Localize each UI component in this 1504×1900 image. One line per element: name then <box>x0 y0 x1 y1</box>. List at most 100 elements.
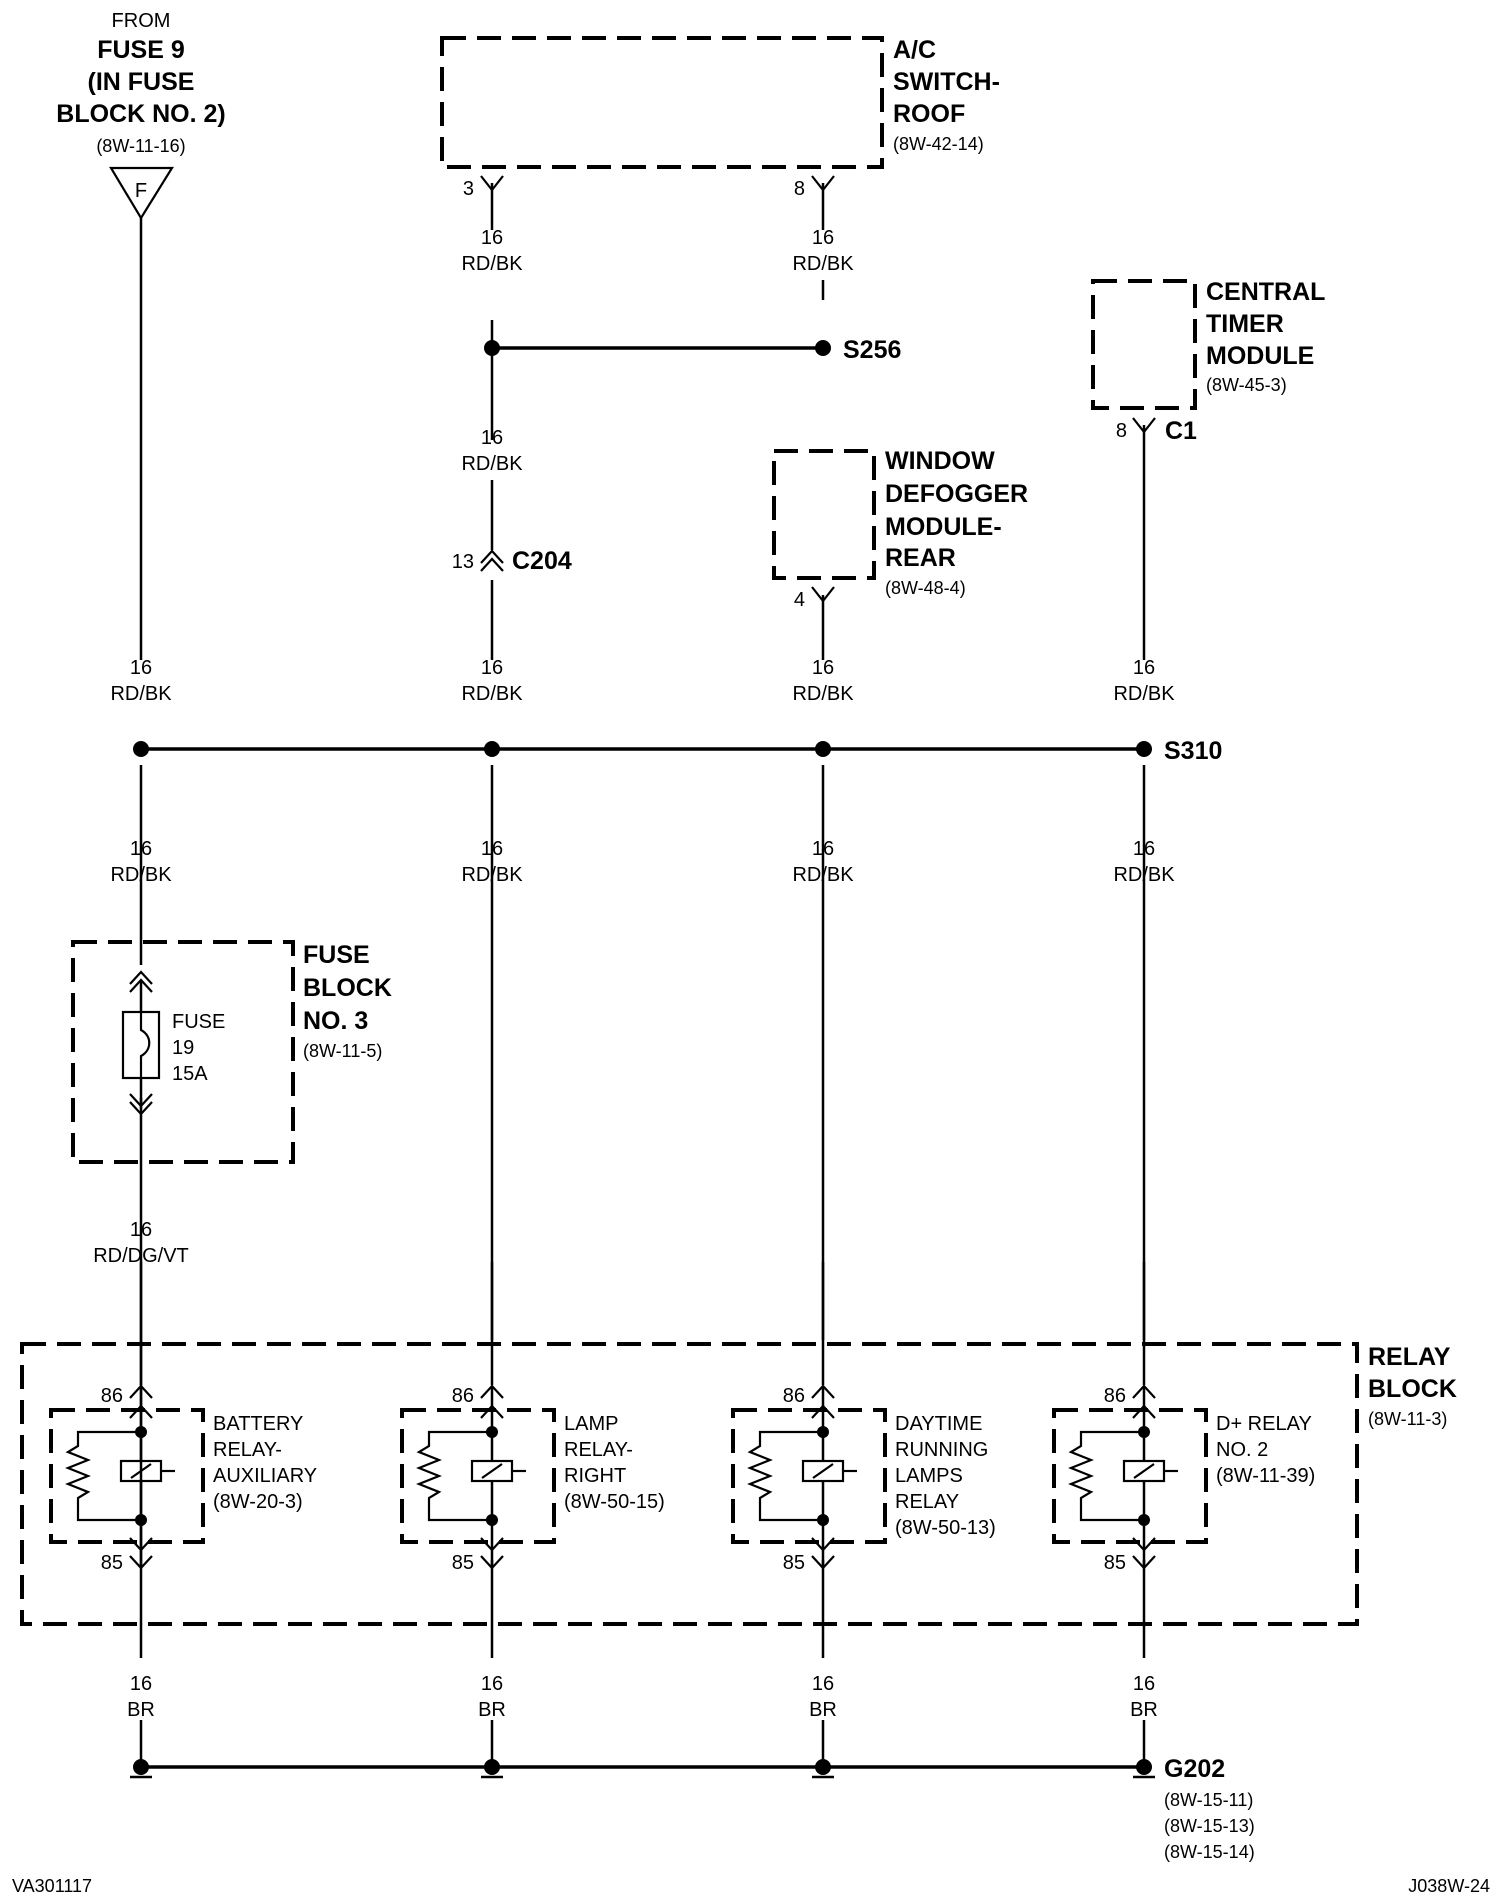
fuse-block-3-line3: NO. 3 <box>303 1007 368 1035</box>
g202-ref-1: (8W-15-11) <box>1164 1790 1253 1810</box>
central-timer-ref: (8W-45-3) <box>1206 375 1287 395</box>
fuse-block-3-ref: (8W-11-5) <box>303 1041 382 1061</box>
svg-text:RD/BK: RD/BK <box>461 253 523 275</box>
ground-g202: G202 (8W-15-11) (8W-15-13) (8W-15-14) <box>130 1720 1255 1862</box>
svg-text:16: 16 <box>481 838 503 860</box>
relay-block: RELAY BLOCK (8W-11-3) <box>20 1342 1457 1626</box>
relay-resistor-icon <box>747 1430 823 1522</box>
svg-text:RD/BK: RD/BK <box>792 683 854 705</box>
central-timer-line2: TIMER <box>1206 310 1284 338</box>
fuse-source-connector-letter: F <box>135 180 147 202</box>
central-timer-box <box>1091 279 1197 410</box>
c204-label: C204 <box>512 547 572 575</box>
relay-label-line: RELAY <box>895 1491 959 1513</box>
central-timer-connector: C1 <box>1165 417 1197 445</box>
central-timer-module: CENTRAL TIMER MODULE (8W-45-3) 8 C1 <box>1091 278 1325 445</box>
g202-ref-3: (8W-15-14) <box>1164 1842 1255 1862</box>
footer-right-id: J038W-24 <box>1408 1876 1490 1896</box>
central-timer-pin: 8 <box>1116 420 1127 442</box>
relay-label-line: BATTERY <box>213 1413 303 1435</box>
svg-text:BR: BR <box>478 1699 506 1721</box>
relay-block-line1: RELAY <box>1368 1343 1451 1371</box>
svg-text:RD/BK: RD/BK <box>1113 864 1175 886</box>
svg-text:16: 16 <box>130 1219 152 1241</box>
relay-pin-86: 86 <box>101 1385 123 1407</box>
svg-text:16: 16 <box>130 657 152 679</box>
relay-label-line: LAMP <box>564 1413 618 1435</box>
fuse-rating: 15A <box>172 1063 208 1085</box>
window-defogger-pin: 4 <box>794 589 805 611</box>
svg-text:16: 16 <box>481 227 503 249</box>
fuse-block-2-label: BLOCK NO. 2) <box>56 100 225 128</box>
ac-switch-line1: A/C <box>893 36 936 64</box>
svg-text:16: 16 <box>130 1673 152 1695</box>
central-timer-line1: CENTRAL <box>1206 278 1325 306</box>
ac-switch-pin-8: 8 <box>794 178 805 200</box>
svg-text:16: 16 <box>1133 1673 1155 1695</box>
relay-label-line: RIGHT <box>564 1465 626 1487</box>
relay-label-line: LAMPS <box>895 1465 963 1487</box>
ac-switch-box <box>440 36 884 169</box>
s256-splice-dot <box>815 340 831 356</box>
svg-text:16: 16 <box>812 838 834 860</box>
g202-label: G202 <box>1164 1755 1225 1783</box>
splice-s310: S310 <box>133 737 1222 765</box>
svg-text:16: 16 <box>1133 657 1155 679</box>
svg-text:RD/BK: RD/BK <box>792 864 854 886</box>
relay-pin-86: 86 <box>452 1385 474 1407</box>
svg-text:RD/BK: RD/BK <box>110 864 172 886</box>
ac-switch-ref: (8W-42-14) <box>893 134 984 154</box>
svg-text:16: 16 <box>481 1673 503 1695</box>
window-defogger-module: WINDOW DEFOGGER MODULE- REAR (8W-48-4) 4 <box>772 447 1028 611</box>
fuse-9-label: FUSE 9 <box>97 36 185 64</box>
relay-label-line: RELAY- <box>564 1439 633 1461</box>
relay-label-line: DAYTIME <box>895 1413 982 1435</box>
svg-text:16: 16 <box>481 657 503 679</box>
relay-block-line2: BLOCK <box>1368 1375 1457 1403</box>
relay-label-line: RUNNING <box>895 1439 988 1461</box>
window-defogger-line3: MODULE- <box>885 513 1002 541</box>
window-defogger-line4: REAR <box>885 544 956 572</box>
fuse-source-ref: (8W-11-16) <box>96 136 185 156</box>
relay-box <box>1052 1408 1208 1544</box>
from-label: FROM <box>112 10 171 32</box>
ac-switch-line3: ROOF <box>893 100 965 128</box>
svg-text:RD/BK: RD/BK <box>461 864 523 886</box>
svg-text:RD/BK: RD/BK <box>461 453 523 475</box>
fuse-9-source: FROM FUSE 9 (IN FUSE BLOCK NO. 2) (8W-11… <box>56 10 226 221</box>
svg-text:RD/BK: RD/BK <box>110 683 172 705</box>
svg-text:BR: BR <box>809 1699 837 1721</box>
wires <box>139 183 1146 1658</box>
relay-label-line: (8W-11-39) <box>1216 1465 1315 1487</box>
svg-text:16: 16 <box>812 227 834 249</box>
svg-text:BR: BR <box>127 1699 155 1721</box>
c204-pin: 13 <box>452 551 474 573</box>
relay-pin-85: 85 <box>783 1552 805 1574</box>
relay-block-ref: (8W-11-3) <box>1368 1409 1447 1429</box>
svg-text:RD/DG/VT: RD/DG/VT <box>93 1245 189 1267</box>
relay-pin-85: 85 <box>1104 1552 1126 1574</box>
svg-text:BR: BR <box>1130 1699 1158 1721</box>
relay-resistor-icon <box>65 1430 141 1522</box>
svg-text:16: 16 <box>1133 838 1155 860</box>
svg-text:RD/BK: RD/BK <box>1113 683 1175 705</box>
svg-text:RD/BK: RD/BK <box>792 253 854 275</box>
svg-text:16: 16 <box>130 838 152 860</box>
relay-box <box>731 1408 887 1544</box>
fuse-label: FUSE <box>172 1011 225 1033</box>
relay-label-line: NO. 2 <box>1216 1439 1268 1461</box>
window-defogger-box <box>772 449 876 580</box>
svg-text:16: 16 <box>812 657 834 679</box>
window-defogger-line2: DEFOGGER <box>885 480 1028 508</box>
splice-s256: S256 <box>484 336 901 364</box>
relay-pin-85: 85 <box>101 1552 123 1574</box>
relay-label-line: (8W-50-13) <box>895 1517 996 1539</box>
fuse-block-3-line2: BLOCK <box>303 974 392 1002</box>
ac-switch-roof: A/C SWITCH- ROOF (8W-42-14) 3 8 <box>440 36 1000 200</box>
ac-switch-pin-3: 3 <box>463 178 474 200</box>
s256-label: S256 <box>843 336 901 364</box>
